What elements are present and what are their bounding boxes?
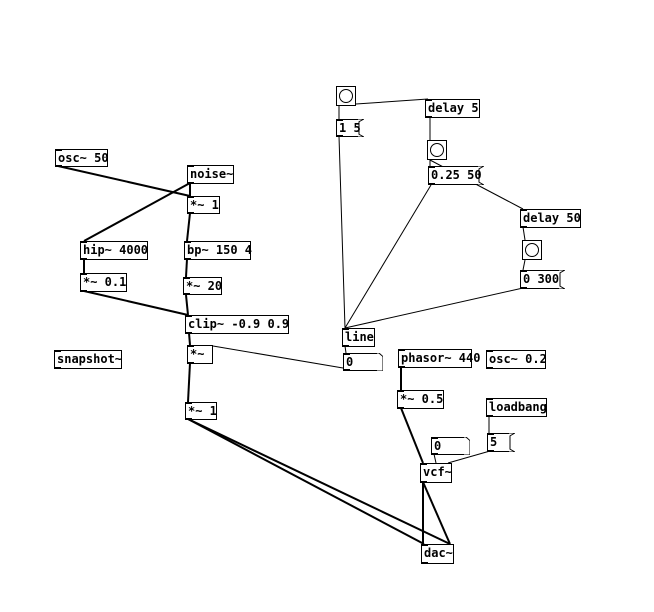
object-snapshot[interactable]: snapshot~ <box>54 350 122 369</box>
number-value: 0 <box>346 355 354 369</box>
number-value: 0 <box>434 439 442 453</box>
object-multiply-0.5[interactable]: *~ 0.5 <box>397 390 444 409</box>
message-0.25-50[interactable]: 0.25 50 <box>428 166 484 185</box>
object-multiply-0.1[interactable]: *~ 0.1 <box>80 273 127 292</box>
bang-circle-icon <box>339 89 353 103</box>
object-osc-0.2[interactable]: osc~ 0.2 <box>486 350 547 369</box>
message-text: 0.25 50 <box>431 168 482 182</box>
bang-circle-icon <box>430 143 444 157</box>
object-noise[interactable]: noise~ <box>187 165 234 184</box>
message-text: 1 5 <box>339 121 361 135</box>
bang-circle-icon <box>525 243 539 257</box>
number-corner-icon <box>376 353 383 371</box>
object-delay-5[interactable]: delay 5 <box>425 99 480 118</box>
object-dac[interactable]: dac~ <box>421 544 454 564</box>
object-loadbang[interactable]: loadbang <box>486 398 547 417</box>
message-flag-icon <box>558 270 565 289</box>
message-text: 0 300 <box>523 272 560 286</box>
object-phasor-440[interactable]: phasor~ 440 <box>398 349 480 368</box>
object-hip-4000[interactable]: hip~ 4000 <box>80 241 148 260</box>
message-flag-icon <box>508 433 515 452</box>
bang-button-2[interactable] <box>427 140 447 160</box>
object-osc-50[interactable]: osc~ 50 <box>55 149 109 167</box>
object-multiply-20[interactable]: *~ 20 <box>183 277 222 295</box>
message-text: 5 <box>490 435 498 449</box>
number-corner-icon <box>463 437 470 455</box>
object-multiply[interactable]: *~ <box>187 345 213 364</box>
object-clip[interactable]: clip~ -0.9 0.9 <box>185 315 289 334</box>
object-delay-50[interactable]: delay 50 <box>520 209 581 228</box>
message-flag-icon <box>357 119 364 137</box>
bang-button-3[interactable] <box>522 240 542 260</box>
object-bp-150-4[interactable]: bp~ 150 4 <box>184 241 252 260</box>
number-box-line-output[interactable]: 0 <box>343 353 383 371</box>
message-5[interactable]: 5 <box>487 433 515 452</box>
object-line[interactable]: line <box>342 328 375 347</box>
message-0-300[interactable]: 0 300 <box>520 270 565 289</box>
object-vcf[interactable]: vcf~ <box>420 463 452 483</box>
number-box-vcf-q[interactable]: 0 <box>431 437 470 455</box>
message-flag-icon <box>477 166 484 185</box>
message-1-5[interactable]: 1 5 <box>336 119 364 137</box>
object-multiply-1-output[interactable]: *~ 1 <box>185 402 217 420</box>
object-multiply-1[interactable]: *~ 1 <box>187 196 220 214</box>
bang-button-1[interactable] <box>336 86 356 106</box>
